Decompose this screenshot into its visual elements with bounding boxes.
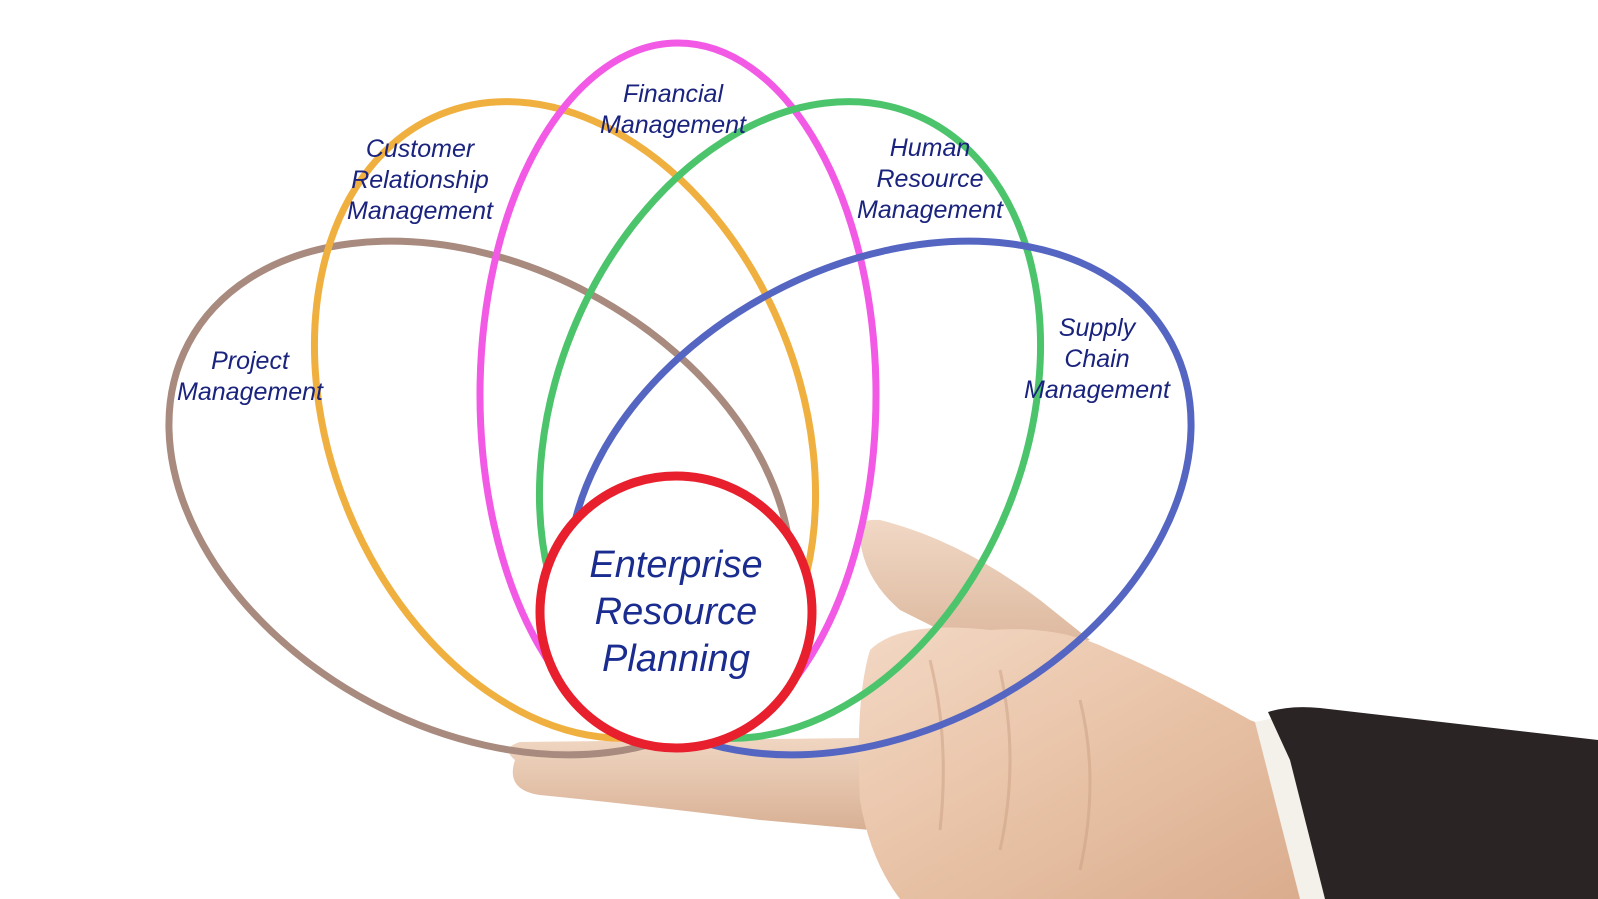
fist-shape bbox=[858, 627, 1330, 899]
suit-sleeve bbox=[1268, 707, 1598, 899]
label-crm: Customer Relationship Management bbox=[347, 135, 493, 225]
label-erp-center: Enterprise Resource Planning bbox=[589, 544, 763, 680]
thumb-shape bbox=[857, 519, 1090, 660]
label-financial: Financial Management bbox=[600, 80, 746, 139]
label-hr: Human Resource Management bbox=[857, 134, 1003, 224]
label-project-management: Project Management bbox=[177, 347, 323, 406]
label-scm: Supply Chain Management bbox=[1024, 314, 1170, 404]
center-ring bbox=[535, 471, 817, 753]
hand-illustration bbox=[508, 519, 1598, 899]
finger-shape bbox=[508, 738, 900, 830]
